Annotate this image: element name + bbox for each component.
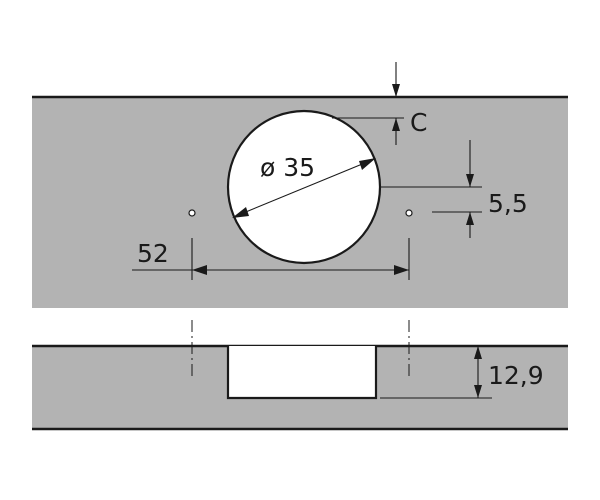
screw-spacing-dimension: 52 bbox=[132, 238, 410, 280]
diameter-arrow-end bbox=[359, 158, 376, 170]
cup-depth-dimension: 12,9 bbox=[380, 346, 544, 399]
cup-depth-label: 12,9 bbox=[488, 361, 544, 390]
diameter-label: ø 35 bbox=[260, 153, 315, 182]
edge-distance-dimension: C bbox=[332, 62, 427, 145]
screw-spacing-label: 52 bbox=[137, 239, 169, 268]
screw-offset-label: 5,5 bbox=[488, 189, 528, 218]
section-view: 12,9 bbox=[32, 320, 568, 431]
screw-hole-right bbox=[405, 209, 413, 217]
screw-offset-dimension: 5,5 bbox=[380, 140, 528, 238]
screw-hole-left bbox=[188, 209, 196, 217]
edge-distance-label: C bbox=[410, 108, 427, 137]
diameter-arrow-start bbox=[232, 207, 249, 218]
top-view: ø 35 C 5,5 52 bbox=[32, 62, 568, 308]
diameter-dimension: ø 35 bbox=[232, 153, 376, 218]
cup-hole bbox=[226, 109, 382, 265]
cup-recess bbox=[226, 346, 378, 400]
